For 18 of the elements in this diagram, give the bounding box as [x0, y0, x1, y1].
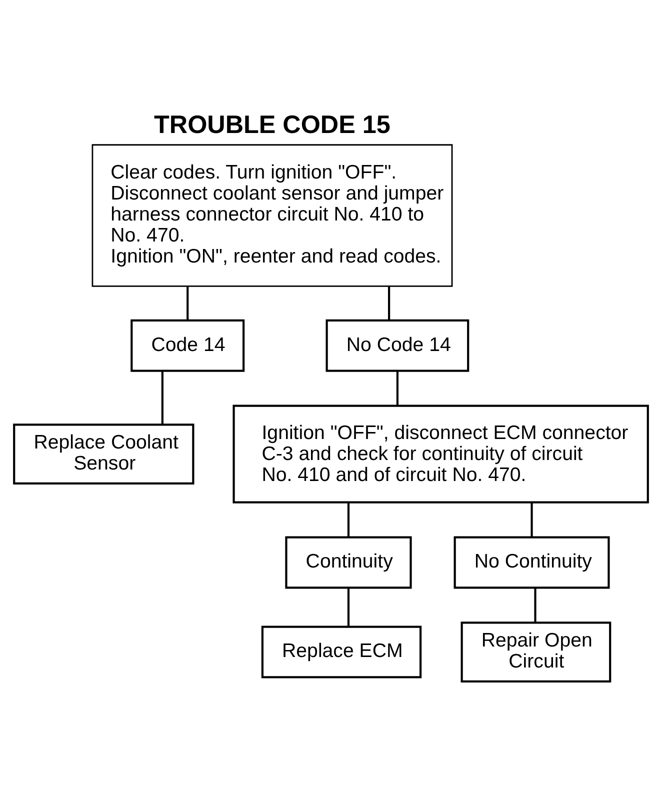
connector: [347, 587, 350, 626]
node-box: No Continuity: [454, 536, 610, 588]
connector: [388, 285, 390, 320]
node-box: Replace Coolant Sensor: [13, 423, 194, 484]
node-box: Code 14: [130, 318, 245, 372]
connector: [530, 502, 533, 537]
connector: [347, 502, 350, 537]
node-box: Continuity: [285, 536, 412, 588]
node-box: Clear codes. Turn ignition "OFF". Disconnect coolant sensor and jumper harness connector circuit No. 410 to No. 470. Ignition "ON", reenter and read codes.: [92, 144, 453, 286]
node-box: Ignition "OFF", disconnect ECM connector C-3 and check for continuity of circuit No. 410 and of circuit No. 470.: [232, 404, 649, 503]
node-box: No Code 14: [326, 318, 470, 372]
node-label: TROUBLE CODE 15: [154, 110, 390, 138]
node-box: Replace ECM: [261, 625, 422, 678]
connector: [161, 370, 164, 424]
connector: [186, 285, 189, 320]
connector: [534, 587, 536, 622]
node-box: Repair Open Circuit: [460, 621, 612, 682]
connector: [396, 370, 398, 406]
